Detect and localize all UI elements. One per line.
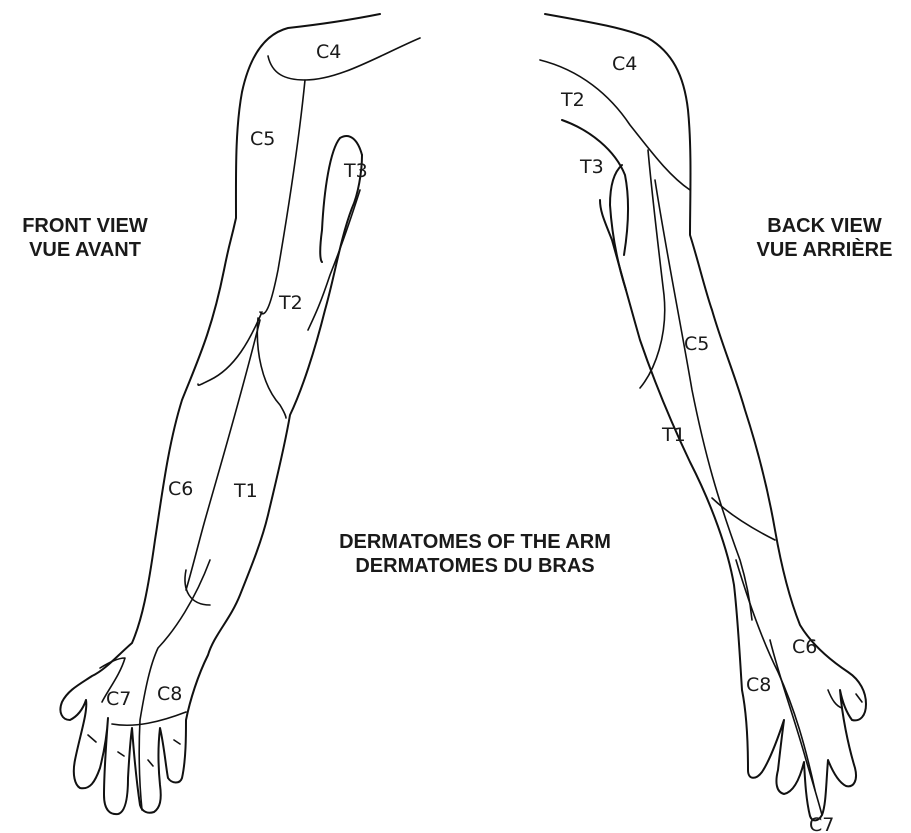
front-border-t3 xyxy=(308,190,360,330)
back-underarm-contour xyxy=(562,120,628,255)
front-palm-crease xyxy=(112,712,186,725)
front-view-title: FRONT VIEW xyxy=(0,214,170,238)
front-view-caption: FRONT VIEW VUE AVANT xyxy=(0,214,170,262)
front-label-t3: T3 xyxy=(343,160,368,182)
back-view-subtitle: VUE ARRIÈRE xyxy=(738,238,911,262)
front-border-c4 xyxy=(268,38,420,80)
back-view-title: BACK VIEW xyxy=(738,214,911,238)
diagram-title-french: DERMATOMES DU BRAS xyxy=(290,554,660,578)
front-view-subtitle: VUE AVANT xyxy=(0,238,170,262)
back-label-c7: C7 xyxy=(809,814,834,833)
back-border-c4 xyxy=(540,60,690,190)
front-label-c7: C7 xyxy=(106,688,131,710)
back-label-t2: T2 xyxy=(560,89,585,111)
back-inner-arm-contour xyxy=(610,165,626,290)
back-label-c4: C4 xyxy=(612,53,637,75)
front-label-t2: T2 xyxy=(278,292,303,314)
back-label-t1: T1 xyxy=(661,424,686,446)
back-label-c6: C6 xyxy=(792,636,817,658)
front-label-c5: C5 xyxy=(250,128,275,150)
diagram-title-english: DERMATOMES OF THE ARM xyxy=(290,530,660,554)
front-label-c4: C4 xyxy=(316,41,341,63)
front-border-c5 xyxy=(260,80,305,314)
back-view-caption: BACK VIEW VUE ARRIÈRE xyxy=(738,214,911,262)
back-label-t3: T3 xyxy=(579,156,604,178)
front-label-c6: C6 xyxy=(168,478,193,500)
back-label-c8: C8 xyxy=(746,674,771,696)
diagram-title: DERMATOMES OF THE ARM DERMATOMES DU BRAS xyxy=(290,530,660,578)
back-label-c5: C5 xyxy=(684,333,709,355)
back-arm: C4 T2 T3 C5 T1 C6 C8 C7 xyxy=(540,14,866,833)
back-arm-outline xyxy=(545,14,866,820)
front-label-c8: C8 xyxy=(157,683,182,705)
front-label-t1: T1 xyxy=(233,480,258,502)
front-border-lower-t2 xyxy=(257,318,286,418)
front-arm: C4 C5 T3 T2 C6 T1 C7 C8 xyxy=(60,14,420,814)
